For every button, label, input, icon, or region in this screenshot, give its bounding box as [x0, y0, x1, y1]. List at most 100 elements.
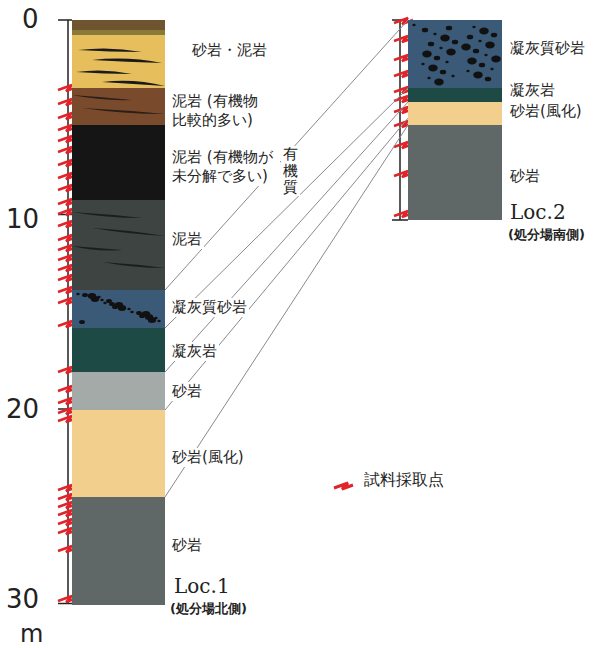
layer-label: 砂岩・泥岩 [190, 41, 269, 60]
tuff-grain [91, 296, 99, 302]
tuff-grain [479, 28, 489, 35]
tuff-grain [422, 28, 428, 33]
organic-streak [82, 108, 165, 114]
scale-tick [392, 219, 408, 221]
tuff-grain [452, 40, 458, 45]
rock-layer: 砂岩 [72, 497, 165, 605]
layer-label: 砂岩 [170, 536, 204, 555]
rock-layer: 泥岩 (有機物 比較的多い) [72, 88, 165, 125]
tuff-grain [473, 49, 479, 54]
tuff-grain [148, 317, 156, 323]
tuff-grain [79, 320, 85, 324]
tuff-grain [473, 72, 483, 79]
label-holder: (処分場北側) [168, 598, 249, 618]
tuff-grain [434, 56, 440, 61]
organic-streak [102, 262, 165, 268]
label-holder: 凝灰岩 [508, 80, 557, 100]
soil-strip [72, 20, 165, 30]
tuff-grain [109, 302, 115, 306]
tuff-grain [142, 311, 150, 317]
axis-tick [58, 408, 72, 410]
correlation-line [165, 118, 408, 410]
label-holder: 凝灰質砂岩 [170, 297, 249, 317]
tuff-grain [479, 63, 485, 68]
layer-label: 砂岩(風化) [508, 102, 584, 121]
mud-lens [76, 70, 132, 74]
layer-label: 凝灰岩 [170, 342, 219, 361]
tuff-grain [157, 320, 160, 322]
tuff-grain [427, 77, 430, 79]
tuff-grain [440, 35, 450, 42]
location-label: Loc.1 [172, 574, 232, 598]
tuff-grain [491, 33, 497, 38]
mud-lens [102, 81, 165, 86]
tuff-grain [445, 61, 448, 63]
depth-axis [67, 20, 69, 604]
correlation-line [165, 20, 408, 290]
tuff-grain [421, 63, 424, 65]
rock-layer: 砂岩(風化) [408, 102, 502, 125]
tuff-grain [88, 293, 96, 299]
label-holder: 砂岩 [170, 381, 204, 401]
scale-bar [399, 20, 401, 220]
tuff-grain [118, 305, 126, 311]
label-holder: m [18, 620, 45, 648]
tuff-grain [154, 317, 157, 319]
rock-layer: 砂岩 [72, 372, 165, 410]
legend-text: 試料採取点 [362, 470, 446, 491]
layer-label: 凝灰質砂岩 [170, 298, 249, 317]
correlation-line [165, 125, 408, 497]
tuff-grain [434, 79, 444, 86]
label-holder: (処分場南側) [506, 224, 587, 244]
rock-layer: 泥岩 [72, 200, 165, 290]
label-holder: 凝灰岩 [170, 341, 219, 361]
tuff-grain [115, 302, 123, 308]
label-holder: 砂岩 [508, 166, 542, 186]
tuff-grain [484, 54, 487, 56]
depth-label: 20 [4, 394, 41, 424]
label-holder: 砂岩(風化) [170, 447, 246, 467]
tuff-grain [490, 68, 493, 70]
tuff-grain [466, 70, 469, 72]
tuff-grain [112, 305, 118, 309]
label-holder: 10 [4, 204, 41, 234]
tuff-grain [439, 47, 442, 49]
mud-lens [78, 48, 142, 52]
layer-label: 凝灰岩 [508, 81, 557, 100]
tuff-grain [467, 58, 477, 65]
rock-layer: 凝灰質砂岩 [408, 20, 502, 88]
tuff-grain [478, 40, 481, 42]
label-holder: 0 [20, 4, 41, 34]
label-holder: 20 [4, 394, 41, 424]
tuff-grain [485, 42, 495, 49]
tuff-grain [127, 308, 130, 310]
tuff-grain [485, 77, 491, 82]
tuff-grain [103, 302, 106, 304]
rock-layer: 砂岩 [408, 125, 502, 220]
label-holder: 泥岩 (有機物 比較的多い) [170, 92, 262, 130]
tuff-grain [97, 296, 100, 298]
organic-streak [92, 228, 165, 236]
scale-tick [392, 19, 408, 21]
tuff-grain [467, 35, 473, 40]
depth-label: 10 [4, 204, 41, 234]
layer-label: 砂岩(風化) [170, 448, 246, 467]
tuff-grain [136, 311, 142, 315]
tuff-grain [412, 24, 415, 26]
label-holder: 凝灰質砂岩 [508, 38, 587, 58]
axis-tick [58, 19, 72, 21]
label-holder: Loc.2 [508, 200, 568, 224]
depth-label: 30 [4, 584, 41, 614]
mud-lens [92, 59, 162, 63]
label-holder: 砂岩・泥岩 [190, 40, 269, 60]
legend-item: 試料採取点 [362, 470, 446, 491]
tuff-grain [428, 42, 434, 47]
rock-layer: 砂岩(風化) [72, 410, 165, 497]
correlation-line [165, 102, 408, 372]
tuff-grain [130, 311, 133, 313]
label-holder: 泥岩 (有機物が 未分解で多い) [170, 148, 280, 186]
axis-tick [58, 214, 72, 216]
tuff-grain [451, 75, 454, 77]
location-label: (処分場南側) [506, 226, 587, 244]
tuff-grain [446, 49, 456, 56]
